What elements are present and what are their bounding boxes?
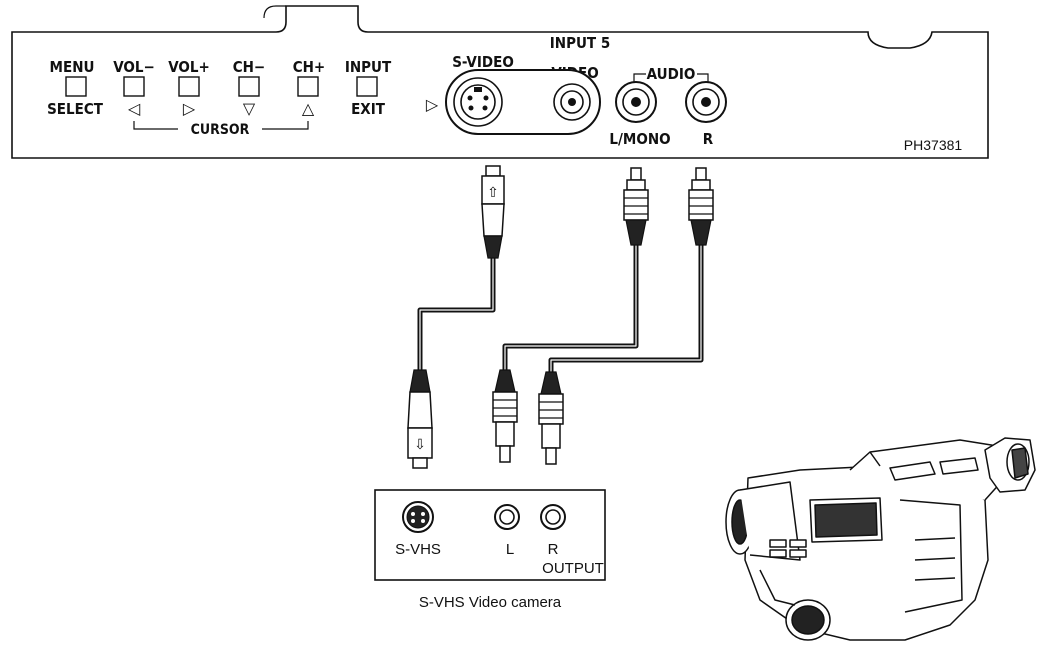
camera-l-label: L [506,541,514,558]
cursor-left-icon: ◁ [127,101,141,118]
cables [417,245,704,372]
audio-r-plug-bottom [538,371,564,465]
tv-side-plugs: ⇧ [481,165,714,259]
svideo-pin [468,105,474,111]
audio-bracket [633,73,709,82]
s-video-label: S-VIDEO [452,53,514,71]
audio-l-jack-center [631,97,641,107]
input-button-label: INPUT [345,58,392,76]
svideo-cable [417,258,496,370]
camera-r-jack[interactable] [545,509,561,525]
menu-button-label: MENU [50,58,95,76]
l-mono-label: L/MONO [609,130,670,148]
svhs-pin [411,512,415,516]
svideo-key [474,87,482,92]
svideo-cable-highlight [419,258,494,370]
svhs-label: S-VHS [395,541,441,558]
svhs-pin [421,512,425,516]
svhs-jack[interactable] [406,505,430,529]
vol-down-button-label: VOL− [113,58,155,76]
svideo-plug-bottom: ⇩ [407,369,433,469]
cursor-up-icon: △ [302,101,315,118]
ch-up-button[interactable] [297,76,319,97]
vol-down-button[interactable] [123,76,145,97]
audio-l-cable-highlight [504,245,637,370]
plug-down-arrow-icon: ⇩ [414,436,426,452]
tv-panel-top-edge [263,5,286,19]
vol-up-button-label: VOL+ [168,58,210,76]
ch-up-button-label: CH+ [293,58,326,76]
plug-up-arrow-icon: ⇧ [487,184,499,200]
cursor-bracket [133,121,309,130]
r-label: R [703,130,714,148]
cursor-down-icon: ▽ [243,101,256,118]
ch-down-button-label: CH− [233,58,266,76]
cursor-label: CURSOR [191,122,250,138]
audio-l-plug-bottom [492,369,518,463]
svideo-pin [483,95,489,101]
audio-r-plug-top [688,167,714,246]
vol-up-button[interactable] [178,76,200,97]
menu-button[interactable] [65,76,87,97]
audio-r-jack-center [701,97,711,107]
svideo-pointer-icon: ▷ [426,97,439,114]
model-number: PH37381 [904,137,963,153]
video-jack-center [568,98,576,106]
ch-down-button[interactable] [238,76,260,97]
camera-r-label: R [548,541,559,558]
output-label: OUTPUT [542,560,604,577]
camera-side-plugs: ⇩ [407,369,564,469]
audio-l-plug-top [623,167,649,246]
tv-terminal-panel: MENU SELECT VOL− ◁ VOL+ ▷ CH− ▽ CH+ △ IN… [11,5,989,159]
audio-l-cable [502,245,639,370]
video-camera-illustration [725,437,1036,641]
svhs-pin [411,519,415,523]
camera-output-panel: S-VHS L R OUTPUT S-VHS Video camera [374,489,606,611]
audio-label: AUDIO [647,65,696,83]
camera-l-jack[interactable] [499,509,515,525]
svideo-pin [467,95,473,101]
input-button[interactable] [356,76,378,97]
audio-r-cable [548,245,704,372]
svideo-pin [482,105,488,111]
audio-r-cable-highlight [550,245,702,372]
input-5-title: INPUT 5 [550,34,610,52]
svideo-jack[interactable] [460,84,496,120]
svhs-pin [421,519,425,523]
cursor-right-icon: ▷ [183,101,196,118]
camera-caption: S-VHS Video camera [419,594,562,611]
select-button-label: SELECT [47,100,104,118]
svideo-plug-top: ⇧ [481,165,505,259]
exit-button-label: EXIT [351,100,386,118]
